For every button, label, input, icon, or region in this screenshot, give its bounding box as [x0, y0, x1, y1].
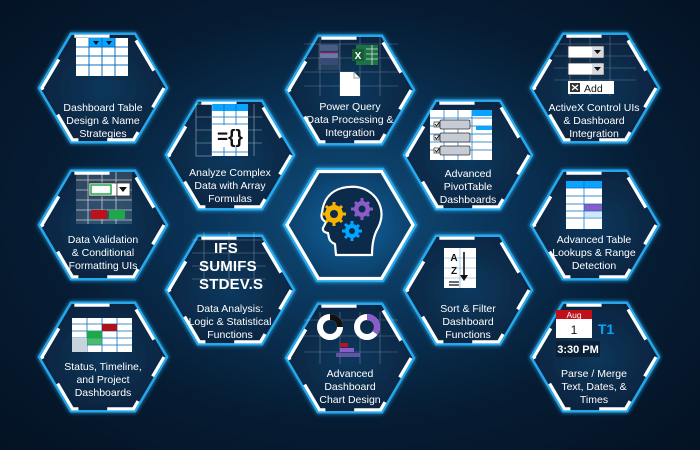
function-sumifs: SUMIFS [199, 258, 257, 275]
hex-chart-border [287, 304, 413, 412]
hex-status [37, 301, 169, 413]
function-ifs: IFS [214, 240, 238, 257]
excel-glyph: X [355, 51, 362, 62]
hex-activex-border [532, 34, 658, 142]
time-readout: 3:30 PM [557, 344, 599, 356]
table-design-icon [76, 38, 128, 76]
power-query-icon: X [304, 36, 398, 96]
hex-parse-border [532, 303, 658, 411]
hex-table-design [37, 32, 169, 144]
hex-status-border [40, 303, 166, 411]
hex-data-validation-border [40, 171, 166, 279]
hex-sort-border [405, 236, 531, 344]
hex-logic-border [167, 236, 293, 344]
sort-filter-icon: A Z [444, 248, 476, 288]
date-time-icon: Aug 1 3:30 PM T1 [556, 310, 614, 357]
status-dashboard-icon [72, 318, 132, 352]
hex-data-validation [37, 169, 169, 281]
pivot-table-icon [430, 110, 492, 160]
hex-table-design-border [40, 34, 166, 142]
hex-lookups-border [532, 171, 658, 279]
hex-sort [402, 234, 534, 346]
add-label: Add [584, 83, 603, 95]
functions-icon [192, 232, 266, 286]
lookup-table-icon [566, 181, 602, 229]
chart-design-icon [304, 312, 398, 364]
hex-center-border [285, 169, 415, 281]
sort-letter-a: A [450, 253, 457, 264]
hex-pivot-border [405, 101, 531, 209]
function-stdev: STDEV.S [199, 276, 264, 293]
calendar-month: Aug [566, 310, 581, 320]
array-formula-icon: ={} [195, 103, 262, 157]
hex-power-query-border [287, 36, 413, 144]
hex-logic [164, 234, 296, 346]
sort-letter-z: Z [451, 266, 457, 277]
hex-array-border [167, 101, 293, 209]
data-validation-icon [76, 172, 132, 224]
activex-icon: Add [554, 36, 636, 96]
calendar-day: 1 [571, 323, 578, 337]
text-glyph: T1 [598, 321, 615, 337]
array-glyph: ={} [217, 127, 243, 148]
head-gears-icon [320, 185, 383, 257]
